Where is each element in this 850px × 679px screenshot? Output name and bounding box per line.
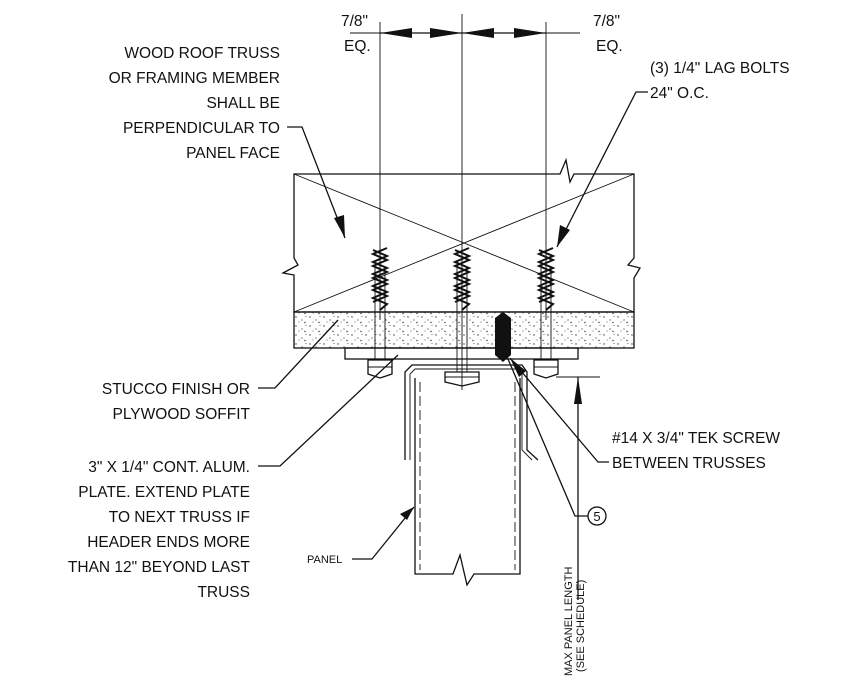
truss-line-3: SHALL BE: [206, 95, 280, 112]
max-length-line-1: MAX PANEL LENGTH: [563, 567, 575, 676]
panel-label: PANEL: [307, 554, 342, 566]
dim-right-value: 7/8": [593, 13, 620, 30]
callout-lag-bolts: (3) 1/4" LAG BOLTS 24" O.C.: [556, 60, 790, 248]
truss-member: [281, 157, 642, 313]
stucco-soffit: [293, 311, 635, 349]
top-dimension: 7/8" EQ. 7/8" EQ.: [341, 13, 623, 390]
callout-truss: WOOD ROOF TRUSS OR FRAMING MEMBER SHALL …: [109, 45, 346, 239]
alum-plate: [344, 347, 579, 360]
stucco-line-1: STUCCO FINISH OR: [102, 381, 250, 398]
max-length-line-2: (SEE SCHEDULE): [575, 580, 587, 672]
tek-line-1: #14 X 3/4" TEK SCREW: [612, 430, 780, 447]
tek-screw: [495, 312, 511, 362]
dim-right-note: EQ.: [596, 38, 623, 55]
plate-line-5: THAN 12" BEYOND LAST: [68, 559, 251, 576]
detail-ref-number: 5: [593, 509, 600, 524]
callout-panel: PANEL: [307, 506, 415, 566]
truss-line-5: PANEL FACE: [186, 145, 280, 162]
callout-stucco: STUCCO FINISH OR PLYWOOD SOFFIT: [102, 319, 339, 423]
lag-bolts-line-2: 24" O.C.: [650, 85, 709, 102]
dim-left-note: EQ.: [344, 38, 371, 55]
truss-line-2: OR FRAMING MEMBER: [109, 70, 280, 87]
truss-line-1: WOOD ROOF TRUSS: [124, 45, 280, 62]
lag-bolt: [367, 247, 393, 379]
stucco-line-2: PLYWOOD SOFFIT: [113, 406, 251, 423]
max-length-label: MAX PANEL LENGTH (SEE SCHEDULE): [563, 567, 587, 676]
panel-channel: [404, 364, 539, 461]
plate-line-6: TRUSS: [197, 584, 250, 601]
lag-bolt: [533, 247, 559, 379]
truss-line-4: PERPENDICULAR TO: [123, 120, 280, 137]
callout-tek-screw: #14 X 3/4" TEK SCREW BETWEEN TRUSSES: [509, 357, 780, 472]
plate-line-2: PLATE. EXTEND PLATE: [78, 484, 250, 501]
callout-detail-ref: 5: [504, 351, 607, 526]
plate-line-4: HEADER ENDS MORE: [87, 534, 250, 551]
panel: [414, 378, 521, 587]
truss-cross-line: [293, 173, 635, 313]
max-length-dimension: [556, 376, 600, 600]
plate-line-1: 3" X 1/4" CONT. ALUM.: [88, 459, 250, 476]
tek-line-2: BETWEEN TRUSSES: [612, 455, 766, 472]
lag-bolts-line-1: (3) 1/4" LAG BOLTS: [650, 60, 790, 77]
plate-line-3: TO NEXT TRUSS IF: [109, 509, 250, 526]
lag-bolt: [444, 247, 480, 387]
dim-left-value: 7/8": [341, 13, 368, 30]
callout-plate: 3" X 1/4" CONT. ALUM. PLATE. EXTEND PLAT…: [68, 354, 399, 601]
